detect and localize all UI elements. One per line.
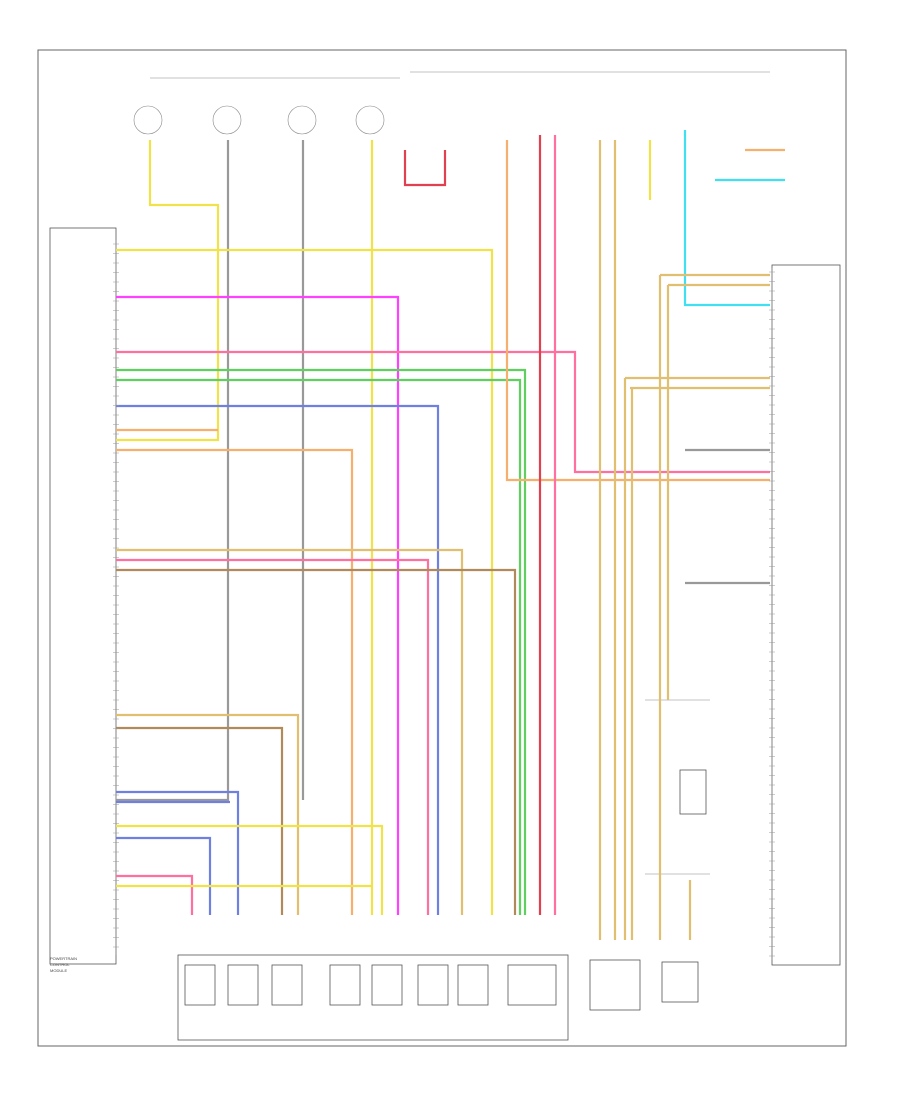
sensor-box-4 — [329, 964, 361, 1006]
wire-harness — [116, 130, 785, 940]
wire-yellow-3 — [116, 824, 384, 915]
wire-pink — [116, 350, 770, 474]
pcm-connector-right — [771, 264, 841, 966]
wire-green-2 — [116, 378, 522, 915]
top-sensor-1-icon — [133, 105, 163, 135]
wire-orange-2 — [116, 448, 354, 915]
svg-text:POWERTRAIN: POWERTRAIN — [50, 956, 77, 961]
sensor-box-1 — [184, 964, 216, 1006]
wire-top-2 — [116, 140, 230, 802]
sensor-module-row — [177, 954, 569, 1041]
sensor-box-2 — [227, 964, 259, 1006]
sensor-boxes — [184, 964, 557, 1006]
wire-pink-2 — [116, 558, 430, 915]
wire-orange-up — [505, 140, 770, 482]
wire-red-1 — [403, 150, 447, 187]
wire-blue-2 — [116, 790, 240, 915]
wire-green-1 — [116, 368, 527, 915]
svg-text:CONTROL: CONTROL — [50, 962, 70, 967]
sensor-box-7 — [457, 964, 489, 1006]
top-sensors — [133, 71, 770, 135]
wire-blue-4 — [116, 836, 212, 915]
wire-cyan — [683, 130, 770, 307]
top-sensor-2-icon — [212, 105, 242, 135]
wire-brown-2 — [116, 726, 284, 915]
wire-top-1 — [116, 140, 220, 442]
wire-blue — [116, 404, 440, 915]
pcm-label: POWERTRAIN CONTROL MODULE — [50, 956, 77, 973]
svg-text:MODULE: MODULE — [50, 968, 67, 973]
pcm-pins — [113, 243, 775, 957]
top-sensor-3-icon — [287, 105, 317, 135]
wire-tan-1 — [116, 548, 464, 915]
top-sensor-4-icon — [355, 105, 385, 135]
diagram-frame — [37, 49, 847, 1047]
wire-pink-3 — [116, 874, 194, 915]
relay-module — [679, 769, 707, 815]
wire-tan-2 — [116, 713, 300, 915]
data-link-module — [661, 961, 699, 1003]
sensor-box-8 — [507, 964, 557, 1006]
sensor-box-5 — [371, 964, 403, 1006]
wire-magenta — [116, 295, 400, 915]
brake-switch-module — [589, 959, 641, 1011]
wire-tfp-yellow — [116, 248, 494, 915]
wire-brown — [116, 568, 517, 915]
sensor-box-6 — [417, 964, 449, 1006]
sensor-box-3 — [271, 964, 303, 1006]
pcm-connector-left — [49, 227, 117, 965]
